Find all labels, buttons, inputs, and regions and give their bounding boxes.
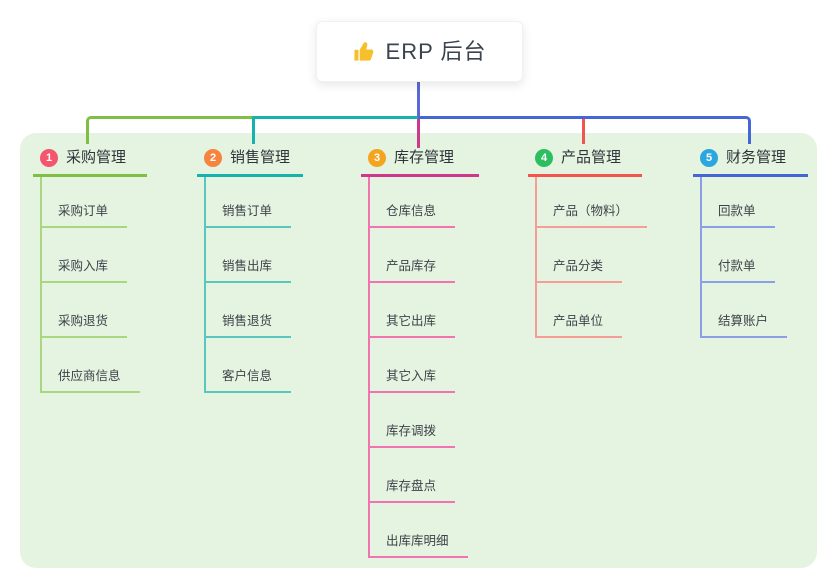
child-node[interactable]: 回款单 [702, 177, 775, 228]
branch-purchase-children: 采购订单 采购入库 采购退货 供应商信息 [40, 177, 140, 393]
child-node[interactable]: 采购退货 [42, 283, 128, 338]
branch-purchase: 1 采购管理 采购订单 采购入库 采购退货 供应商信息 [33, 147, 147, 393]
mindmap-panel [20, 133, 817, 568]
branch-purchase-title-node[interactable]: 1 采购管理 [33, 147, 147, 177]
child-node[interactable]: 产品（物料） [537, 177, 648, 228]
branch-title: 销售管理 [230, 149, 291, 166]
root-node[interactable]: ERP 后台 [316, 21, 523, 82]
connector-branch-finance [418, 116, 751, 144]
connector-root [417, 82, 420, 117]
branch-index-badge: 3 [368, 148, 386, 167]
child-node[interactable]: 销售退货 [206, 283, 292, 338]
child-node[interactable]: 库存调拨 [370, 393, 456, 448]
branch-title: 产品管理 [561, 149, 622, 166]
root-label: ERP 后台 [385, 38, 487, 64]
child-node[interactable]: 产品单位 [537, 283, 623, 338]
child-node[interactable]: 采购订单 [42, 177, 128, 228]
child-node[interactable]: 出库库明细 [370, 503, 468, 558]
branch-inventory: 3 库存管理 仓库信息 产品库存 其它出库 其它入库 库存调拨 库存盘点 出库库… [361, 147, 479, 558]
branch-finance-title-node[interactable]: 5 财务管理 [693, 147, 808, 177]
branch-finance: 5 财务管理 回款单 付款单 结算账户 [693, 147, 808, 338]
child-node[interactable]: 采购入库 [42, 228, 128, 283]
child-node[interactable]: 产品分类 [537, 228, 623, 283]
branch-index-badge: 1 [40, 148, 58, 167]
thumbs-up-icon [353, 40, 376, 63]
connector-branch-purchase [86, 116, 254, 144]
branch-finance-children: 回款单 付款单 结算账户 [700, 177, 788, 338]
connector-branch-inventory [417, 119, 420, 148]
branch-product-title-node[interactable]: 4 产品管理 [528, 147, 642, 177]
branch-inventory-title-node[interactable]: 3 库存管理 [361, 147, 479, 177]
connector-branch-sales [252, 116, 418, 144]
child-node[interactable]: 销售出库 [206, 228, 292, 283]
branch-product-children: 产品（物料） 产品分类 产品单位 [535, 177, 648, 338]
branch-title: 采购管理 [66, 149, 127, 166]
child-node[interactable]: 仓库信息 [370, 177, 456, 228]
child-node[interactable]: 结算账户 [702, 283, 788, 338]
branch-index-badge: 2 [204, 148, 222, 167]
branch-title: 库存管理 [394, 149, 455, 166]
child-node[interactable]: 其它出库 [370, 283, 456, 338]
branch-sales-children: 销售订单 销售出库 销售退货 客户信息 [204, 177, 292, 393]
child-node[interactable]: 付款单 [702, 228, 775, 283]
child-node[interactable]: 其它入库 [370, 338, 456, 393]
child-node[interactable]: 库存盘点 [370, 448, 456, 503]
child-node[interactable]: 销售订单 [206, 177, 292, 228]
branch-inventory-children: 仓库信息 产品库存 其它出库 其它入库 库存调拨 库存盘点 出库库明细 [368, 177, 468, 558]
child-node[interactable]: 供应商信息 [42, 338, 140, 393]
child-node[interactable]: 产品库存 [370, 228, 456, 283]
branch-sales: 2 销售管理 销售订单 销售出库 销售退货 客户信息 [197, 147, 303, 393]
child-node[interactable]: 客户信息 [206, 338, 292, 393]
connector-branch-product [582, 119, 585, 144]
branch-index-badge: 4 [535, 148, 553, 167]
branch-product: 4 产品管理 产品（物料） 产品分类 产品单位 [528, 147, 648, 338]
branch-title: 财务管理 [726, 149, 787, 166]
branch-index-badge: 5 [700, 148, 718, 167]
branch-sales-title-node[interactable]: 2 销售管理 [197, 147, 303, 177]
